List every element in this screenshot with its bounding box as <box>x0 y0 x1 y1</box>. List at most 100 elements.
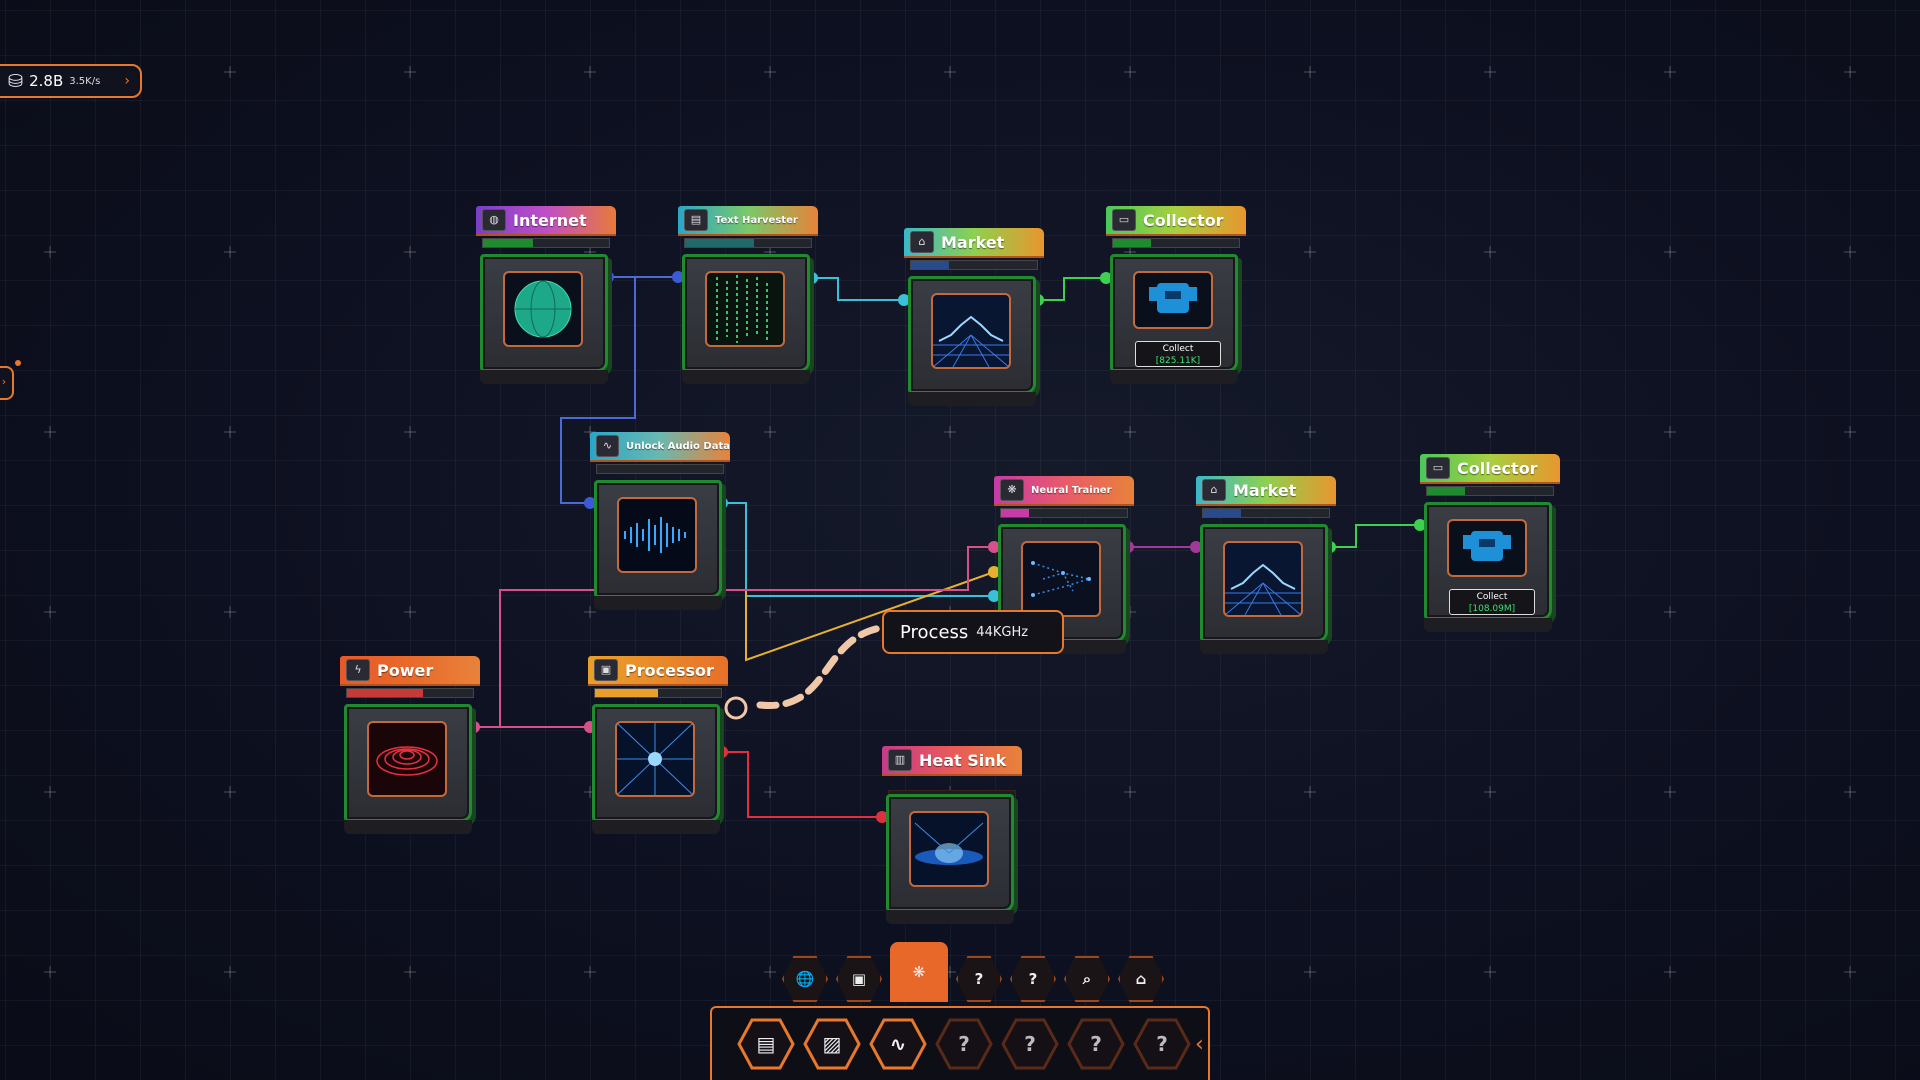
progress-bar <box>1202 508 1330 518</box>
node-title: Heat Sink <box>919 750 1007 770</box>
node-title: Collector <box>1457 458 1538 478</box>
wire-internet-audio <box>560 276 636 504</box>
node-title: Collector <box>1143 210 1224 230</box>
node-market-2[interactable]: ⌂ Market <box>1196 476 1336 656</box>
wire-audio-yellow <box>745 571 995 662</box>
currency-display[interactable]: ⛁ 2.8B 3.5K/s › <box>0 64 142 98</box>
node-title: Market <box>941 232 1005 252</box>
tool-button-image-icon[interactable]: ▨ <box>803 1018 861 1070</box>
hex-frame <box>935 1018 993 1070</box>
tool-button-locked-icon[interactable]: ? <box>935 1018 993 1070</box>
node-market-1[interactable]: ⌂ Market <box>904 228 1044 408</box>
locked-icon: ? <box>958 1032 970 1056</box>
wire-market2-collector2 <box>1330 524 1420 548</box>
hex-frame <box>869 1018 927 1070</box>
machine-body: Collect [825.11K] <box>1110 254 1238 372</box>
machine-screen <box>931 293 1011 369</box>
machine-foot <box>594 596 722 610</box>
heatsink-icon: ▥ <box>888 749 912 771</box>
machine-foot <box>592 820 720 834</box>
machine-body <box>344 704 472 822</box>
tool-button-locked-icon[interactable]: ? <box>1133 1018 1191 1070</box>
node-title: Text Harvester <box>715 214 798 226</box>
progress-bar <box>1426 486 1554 496</box>
machine-screen <box>1021 541 1101 617</box>
tool-button-audio-wave-icon[interactable]: ∿ <box>869 1018 927 1070</box>
tool-button-locked-icon[interactable]: ? <box>1001 1018 1059 1070</box>
market-icon: ⌂ <box>1202 479 1226 501</box>
machine-screen <box>617 497 697 573</box>
category-tab-unknown-icon[interactable]: ? <box>1010 956 1056 1002</box>
machine-body <box>908 276 1036 394</box>
bolt-icon: ϟ <box>346 659 370 681</box>
machine-body <box>592 704 720 822</box>
wire-audio-neural-cyan <box>722 502 994 597</box>
image-icon: ▨ <box>822 1032 842 1056</box>
collect-label-text: Collect <box>1162 344 1194 354</box>
machine-foot <box>480 370 608 384</box>
unknown-icon: ? <box>974 970 984 988</box>
node-title: Processor <box>625 660 714 680</box>
node-collector-1[interactable]: ▭ Collector Collect [825.11K] <box>1106 206 1246 386</box>
node-title: Internet <box>513 210 587 230</box>
node-header: ϟ Power <box>340 656 480 684</box>
node-title: Market <box>1233 480 1297 500</box>
node-header: ⌂ Market <box>904 228 1044 256</box>
tool-button-locked-icon[interactable]: ? <box>1067 1018 1125 1070</box>
category-tab-neural-icon[interactable]: ❋ <box>890 942 948 1002</box>
hex-frame <box>737 1018 795 1070</box>
text-harvester-icon: ▤ <box>756 1032 776 1056</box>
category-tab-globe-icon[interactable]: 🌐 <box>782 956 828 1002</box>
side-panel-toggle[interactable]: › <box>0 366 14 400</box>
folder-icon: ▭ <box>1112 209 1136 231</box>
category-tabs: 🌐▣ ❋?? ⌕ ⌂ <box>782 942 1164 1002</box>
node-power[interactable]: ϟ Power <box>340 656 480 836</box>
machine-screen <box>615 721 695 797</box>
wire-processor-heat <box>722 751 882 818</box>
machine-body: Collect [108.09M] <box>1424 502 1552 620</box>
progress-bar <box>482 238 610 248</box>
collect-value: [825.11K] <box>1155 356 1201 366</box>
collect-button[interactable]: Collect [825.11K] <box>1135 341 1221 367</box>
process-value: 44KGHz <box>976 624 1029 640</box>
category-tab-chip-icon[interactable]: ▣ <box>836 956 882 1002</box>
chevron-left-icon[interactable]: ‹ <box>1195 1031 1204 1057</box>
node-title: Power <box>377 660 434 680</box>
collect-button[interactable]: Collect [108.09M] <box>1449 589 1535 615</box>
machine-body <box>886 794 1014 912</box>
machine-foot <box>1200 640 1328 654</box>
node-header: ▭ Collector <box>1420 454 1560 482</box>
node-header: ◍ Internet <box>476 206 616 234</box>
neural-icon: ❋ <box>912 963 926 981</box>
category-tab-document-search-icon[interactable]: ⌕ <box>1064 956 1110 1002</box>
node-heat-sink[interactable]: ▥ Heat Sink <box>882 746 1022 926</box>
machine-foot <box>682 370 810 384</box>
document-search-icon: ⌕ <box>1082 970 1092 988</box>
category-tab-unknown-icon[interactable]: ? <box>956 956 1002 1002</box>
machine-screen <box>705 271 785 347</box>
unknown-icon: ? <box>1028 970 1038 988</box>
audio-wave-icon: ∿ <box>889 1032 907 1056</box>
node-collector-2[interactable]: ▭ Collector Collect [108.09M] <box>1420 454 1560 634</box>
node-unlock-audio[interactable]: ∿ Unlock Audio Data <box>590 432 730 612</box>
node-header: ▥ Heat Sink <box>882 746 1022 774</box>
machine-foot <box>1424 618 1552 632</box>
node-internet[interactable]: ◍ Internet <box>476 206 616 386</box>
hex-frame <box>1133 1018 1191 1070</box>
progress-bar <box>910 260 1038 270</box>
node-text-harvester[interactable]: ▤ Text Harvester <box>678 206 818 386</box>
tool-tray: ▤▨∿????‹ <box>710 1006 1210 1080</box>
machine-screen <box>909 811 989 887</box>
hex-frame <box>1001 1018 1059 1070</box>
process-label: Process <box>900 621 969 643</box>
node-header: ▭ Collector <box>1106 206 1246 234</box>
node-header: ∿ Unlock Audio Data <box>590 432 730 460</box>
locked-icon: ? <box>1090 1032 1102 1056</box>
tooltip-pointer <box>756 624 884 709</box>
market-icon: ⌂ <box>910 231 934 253</box>
processor-target <box>724 696 748 720</box>
machine-body <box>480 254 608 372</box>
node-processor[interactable]: ▣ Processor <box>588 656 728 836</box>
category-tab-store-icon[interactable]: ⌂ <box>1118 956 1164 1002</box>
tool-button-text-harvester-icon[interactable]: ▤ <box>737 1018 795 1070</box>
